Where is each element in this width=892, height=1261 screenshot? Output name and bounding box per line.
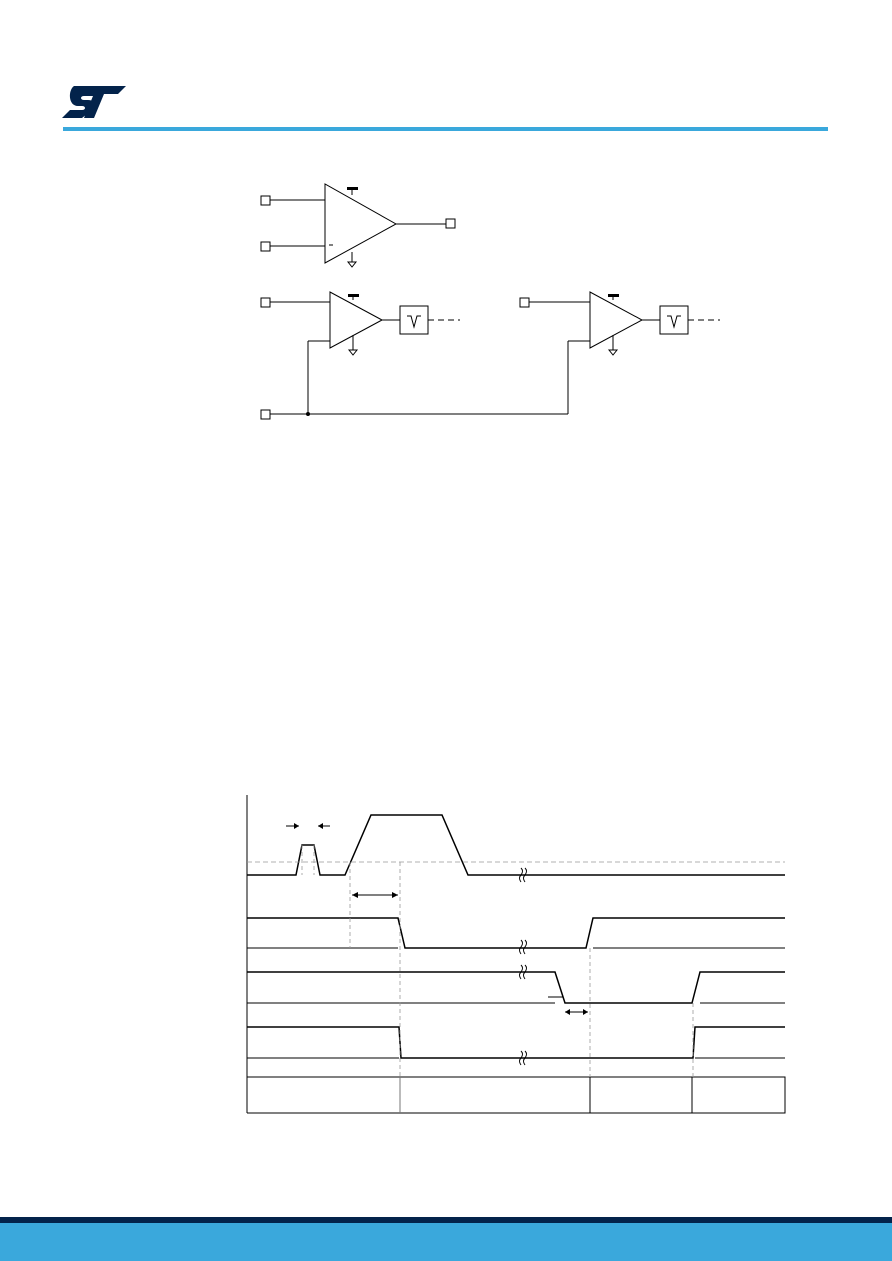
footer-rule: [0, 1217, 892, 1223]
comparator-triangle: [329, 291, 384, 349]
ground-icon: [607, 349, 619, 356]
output-pin: [445, 218, 456, 229]
comparator-triangle: [589, 291, 644, 349]
comparator-triangle: [324, 183, 398, 264]
ground-icon: [346, 261, 358, 268]
pulse-filter-icon: [407, 315, 421, 329]
st-logo-icon: [62, 86, 126, 118]
ground-icon: [347, 349, 359, 356]
pulse-filter-icon: [667, 315, 681, 329]
footer-band: [0, 1223, 892, 1261]
header-rule: [63, 127, 828, 131]
junction-dot: [306, 412, 310, 416]
